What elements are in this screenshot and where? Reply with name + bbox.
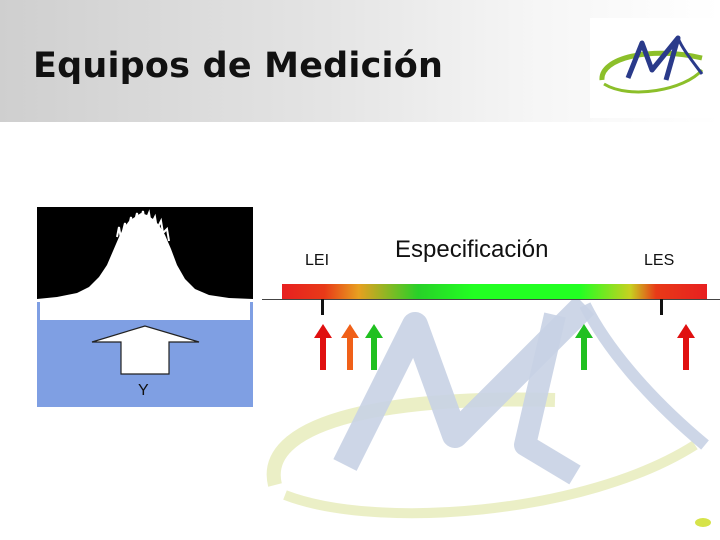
lower-limit-label: LEI <box>305 252 330 269</box>
variable-label: Y <box>138 382 149 399</box>
company-logo <box>590 18 720 118</box>
arrow-up-icon <box>314 324 332 370</box>
upper-limit-label: LES <box>644 252 675 269</box>
specification-label: Especificación <box>395 236 549 263</box>
upper-limit-tick <box>660 299 663 315</box>
specification-bar <box>282 284 707 299</box>
arrow-up-icon <box>341 324 359 370</box>
baseline <box>262 299 720 300</box>
watermark-logo <box>255 285 720 525</box>
corner-decoration <box>695 518 711 527</box>
histogram <box>37 207 253 302</box>
lower-limit-tick <box>321 299 324 315</box>
arrow-up-icon <box>575 324 593 370</box>
page-title: Equipos de Medición <box>33 46 444 86</box>
arrow-up-icon <box>365 324 383 370</box>
arrow-up-icon <box>677 324 695 370</box>
histogram-panel <box>37 207 253 407</box>
